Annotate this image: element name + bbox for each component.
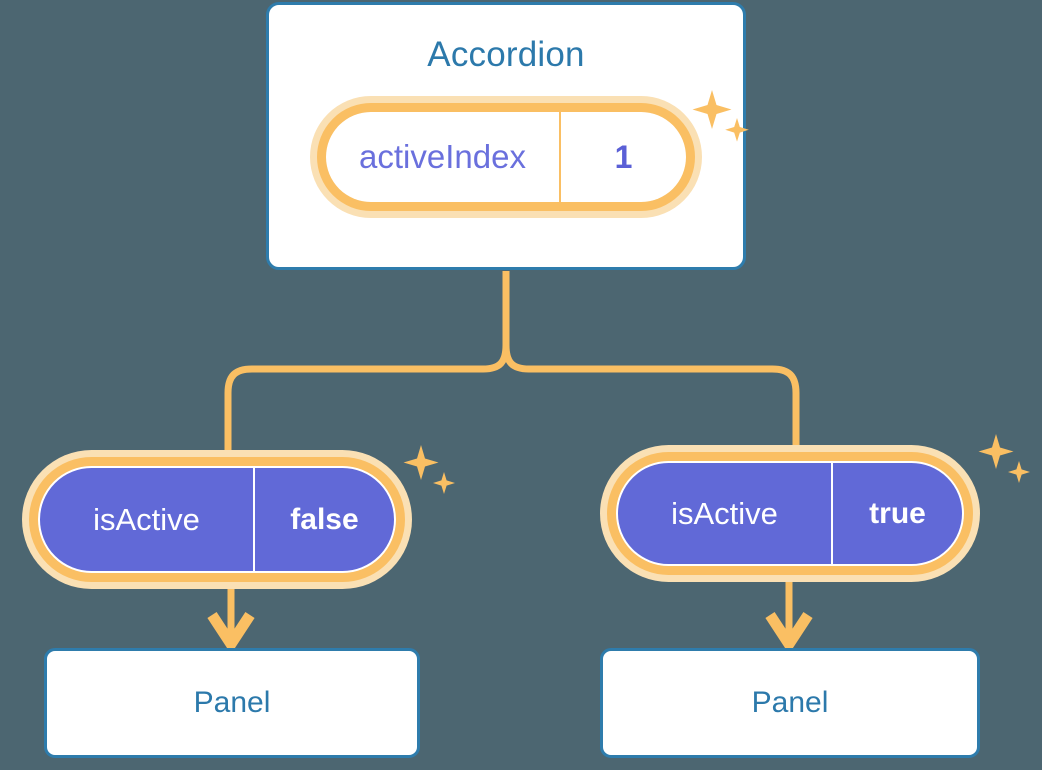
arrow-right-head-icon — [765, 611, 813, 655]
panel-label-right: Panel — [751, 686, 829, 719]
state-pill-isactive-false[interactable]: isActive false — [22, 450, 412, 589]
sparkle-icon-right — [978, 434, 1030, 483]
state-key-isactive-right: isActive — [618, 463, 833, 564]
sparkle-icon-accordion — [692, 90, 749, 142]
state-value-isactive-right: true — [869, 496, 926, 530]
state-pill-ring: activeIndex 1 — [317, 103, 695, 211]
panel-label-left: Panel — [193, 686, 271, 719]
arrow-left-head-icon — [207, 611, 255, 655]
state-pill-isactive-true[interactable]: isActive true — [600, 445, 980, 582]
connector-left-branch — [224, 341, 510, 462]
state-pill-activeindex[interactable]: activeIndex 1 — [310, 96, 702, 218]
state-pill-inner: isActive true — [616, 461, 964, 566]
state-pill-ring: isActive true — [607, 452, 973, 575]
state-pill-inner: activeIndex 1 — [326, 112, 686, 202]
page-title: Accordion — [427, 35, 585, 74]
state-key-activeindex: activeIndex — [326, 112, 561, 202]
state-pill-inner: isActive false — [38, 466, 396, 573]
sparkle-icon-left — [403, 445, 455, 494]
panel-box-left[interactable]: Panel — [44, 648, 420, 758]
state-pill-ring: isActive false — [29, 457, 405, 582]
panel-box-right[interactable]: Panel — [600, 648, 980, 758]
state-value-isactive-left: false — [290, 502, 359, 536]
state-key-isactive-left: isActive — [40, 468, 255, 571]
state-value-activeindex: 1 — [614, 138, 633, 175]
connector-right-branch — [502, 341, 800, 456]
